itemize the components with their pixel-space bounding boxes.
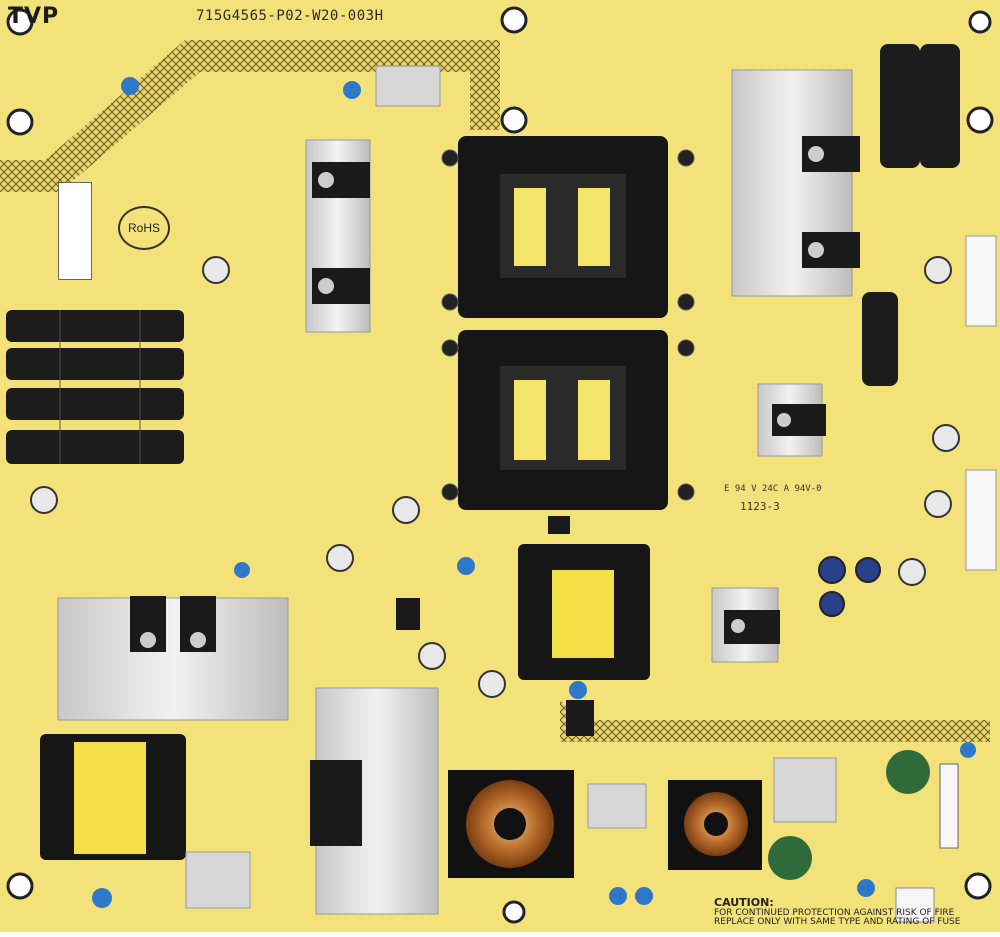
small-electrolytics bbox=[30, 256, 960, 698]
blue-electrolytics bbox=[818, 556, 881, 617]
connectors-right bbox=[965, 235, 997, 571]
capacitors-top-right bbox=[862, 44, 960, 386]
small-ics bbox=[396, 516, 594, 736]
heatsink-bottom-center bbox=[310, 687, 439, 915]
isolation-trace-top bbox=[0, 40, 500, 192]
choke-small bbox=[668, 780, 762, 870]
caution-line-1: FOR CONTINUED PROTECTION AGAINST RISK OF… bbox=[714, 908, 955, 918]
ac-connector bbox=[895, 887, 935, 923]
transformer-upper bbox=[458, 136, 668, 318]
mounting-holes bbox=[6, 6, 994, 924]
ul-mark: E 94 V 24C A 94V-0 bbox=[724, 484, 822, 494]
date-code: 1123-3 bbox=[740, 500, 780, 513]
barcode-sticker bbox=[58, 182, 92, 280]
caution-title: CAUTION: bbox=[714, 896, 774, 909]
x-capacitors bbox=[185, 65, 837, 909]
transformer-pins bbox=[441, 149, 695, 501]
transformer-small bbox=[518, 544, 650, 680]
isolation-trace-bottom bbox=[560, 700, 990, 742]
board-part-number: 715G4565-P02-W20-003H bbox=[196, 8, 384, 24]
green-discs bbox=[768, 750, 930, 880]
heatsink-top-right bbox=[731, 69, 860, 297]
rohs-mark: RoHS bbox=[118, 206, 170, 250]
caution-line-2: REPLACE ONLY WITH SAME TYPE AND RATING O… bbox=[714, 917, 961, 927]
transformer-bottom-left bbox=[40, 734, 186, 860]
transformer-lower bbox=[458, 330, 668, 510]
choke-large bbox=[448, 770, 574, 878]
capacitor-bank bbox=[6, 310, 184, 464]
heatsink-top-left bbox=[305, 139, 371, 333]
heatsink-lower-right bbox=[711, 587, 780, 663]
heatsink-mid-right bbox=[757, 383, 826, 457]
fuse bbox=[939, 763, 959, 849]
watermark-text: TVP bbox=[8, 4, 60, 29]
rohs-text: RoHS bbox=[127, 221, 160, 235]
heatsink-lower-left bbox=[57, 596, 289, 721]
caution-block: CAUTION: FOR CONTINUED PROTECTION AGAINS… bbox=[714, 896, 961, 927]
blue-capacitors bbox=[92, 77, 976, 908]
